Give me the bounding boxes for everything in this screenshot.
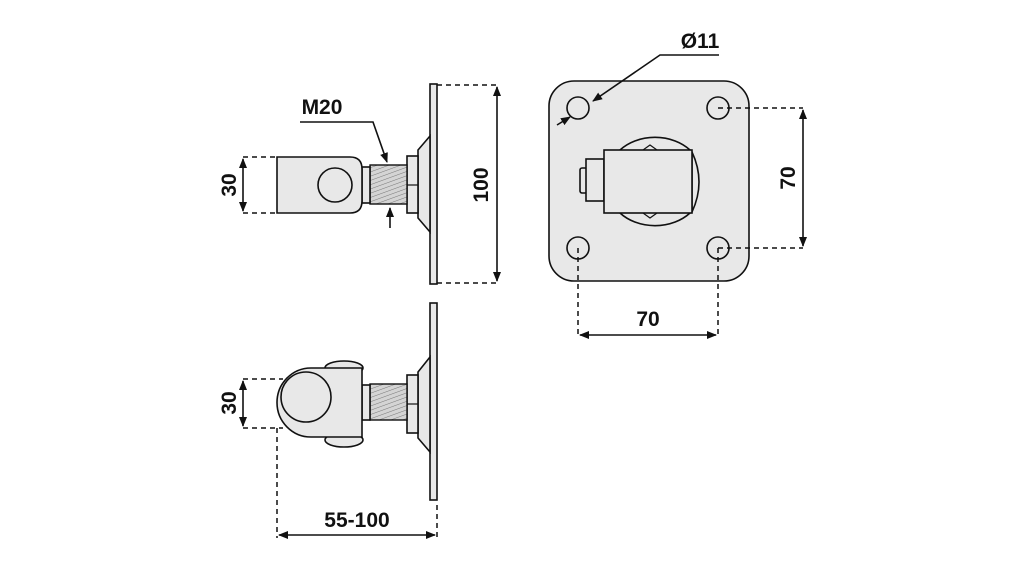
horizontal-spacing-label: 70 xyxy=(636,308,659,331)
thread-label: M20 xyxy=(302,96,343,119)
hole-diameter-label: Ø11 xyxy=(681,30,720,53)
cone-base xyxy=(417,354,431,455)
eye-height-label: 30 xyxy=(218,173,241,196)
collar xyxy=(361,384,371,421)
vertical-spacing-label: 70 xyxy=(777,166,800,189)
collar xyxy=(361,166,371,204)
eye-hole xyxy=(317,167,353,203)
side-view-top: 30 M20 100 xyxy=(218,83,501,285)
threaded-rod xyxy=(369,164,408,205)
mounting-hole xyxy=(566,96,590,120)
ring-hole xyxy=(280,371,332,423)
nut-front xyxy=(585,158,605,202)
threaded-rod xyxy=(369,383,408,421)
mounting-plate xyxy=(429,302,438,501)
cone-base xyxy=(417,133,431,235)
side-view-bottom: 30 55-100 xyxy=(218,302,438,539)
plate-height-label: 100 xyxy=(470,167,493,202)
mounting-plate xyxy=(429,83,438,285)
length-label: 55-100 xyxy=(324,509,389,532)
front-view-plate: Ø11 70 70 xyxy=(548,30,807,339)
eye-height-label-bottom: 30 xyxy=(218,391,241,414)
hinge-barrel xyxy=(603,149,693,214)
